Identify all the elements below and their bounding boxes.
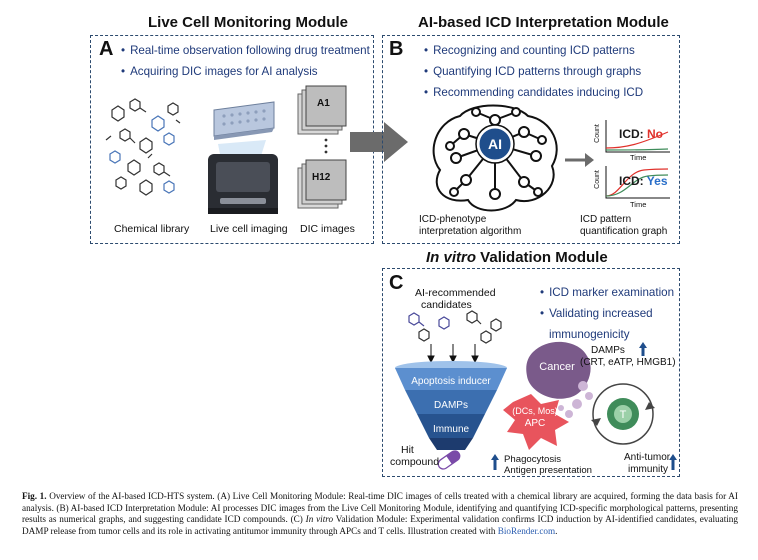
apc-cell-icon <box>503 394 569 450</box>
ai-brain-network-icon: AI <box>432 104 558 212</box>
validation-module-title: In vitro Validation Module <box>426 249 608 266</box>
caption-text-1: Overview of the AI-based ICD-HTS system.… <box>22 491 738 525</box>
chemical-library-icon <box>105 98 181 196</box>
icd-no-count-axis: Count <box>593 124 601 143</box>
validation-title-italic: In vitro <box>426 249 477 266</box>
brain-to-graph-arrow <box>565 153 594 167</box>
caption-end: . <box>555 525 558 536</box>
funnel-stage-apoptosis: Apoptosis inducer <box>411 376 491 387</box>
icd-yes-graph <box>605 166 670 199</box>
candidate-molecules-icon <box>408 310 502 344</box>
icd-no-value: No <box>647 127 664 141</box>
figure-number: Fig. 1. <box>22 491 47 501</box>
icd-no-graph <box>605 120 670 153</box>
panel-c-artwork: Apoptosis inducer DAMPs Immune Cancer (D… <box>395 310 677 470</box>
funnel-stage-damps: DAMPs <box>434 400 468 411</box>
panel-c-bullet-1: •ICD marker examination <box>540 286 675 299</box>
panel-a-bullet-2: •Acquiring DIC images for AI analysis <box>121 65 318 78</box>
dic-images-label: DIC images <box>300 223 355 235</box>
ai-module-title: AI-based ICD Interpretation Module <box>418 14 669 31</box>
well-h12-label: H12 <box>312 172 331 183</box>
icd-yes-value: Yes <box>646 174 668 188</box>
graph-label-2: quantification graph <box>580 226 668 237</box>
graph-label-1: ICD pattern <box>580 214 632 225</box>
caption-text-2: Validation Module: Experimental validati… <box>22 514 738 536</box>
panel-c-bullet-2-cont: immunogenicity <box>549 328 630 341</box>
funnel-stage-immune: Immune <box>433 424 470 435</box>
panel-b-bullet-3: •Recommending candidates inducing ICD <box>424 86 644 99</box>
panel-c-bullet-2: •Validating increased <box>540 307 653 320</box>
hit-label-1: Hit <box>401 444 414 456</box>
apc-label: APC <box>525 418 546 429</box>
cancer-label: Cancer <box>539 361 575 373</box>
caption-italic: In vitro <box>305 514 334 525</box>
antitumor-label-1: Anti-tumor <box>624 452 671 463</box>
damps-label: DAMPs <box>591 345 625 356</box>
damps-increase-arrow-icon <box>639 342 647 356</box>
antitumor-label-2: immunity <box>628 464 669 475</box>
t-cell-label: T <box>620 409 627 421</box>
panel-a-artwork: A1 H12 <box>105 85 347 214</box>
well-a1-label: A1 <box>317 98 330 109</box>
icd-yes-label: ICD: Yes <box>619 174 668 188</box>
candidates-label-1: AI-recommended <box>415 287 496 299</box>
cancer-cell-icon <box>526 341 593 418</box>
icd-yes-time-axis: Time <box>630 200 647 209</box>
figure-caption: Fig. 1. Overview of the AI-based ICD-HTS… <box>22 491 738 537</box>
icd-no-time-axis: Time <box>630 153 647 162</box>
algo-label-2: interpretation algorithm <box>419 226 522 237</box>
phagocytosis-label: Phagocytosis <box>504 454 562 465</box>
icd-no-label: ICD: No <box>619 127 664 141</box>
panel-b <box>382 35 680 244</box>
live-cell-imaging-icon <box>208 101 278 214</box>
panel-a-bullet-1: •Real-time observation following drug tr… <box>121 44 370 57</box>
live-cell-imaging-label: Live cell imaging <box>210 223 288 235</box>
apc-type-label: (DCs, Mos) <box>512 406 558 416</box>
candidates-label-2: candidates <box>421 299 472 311</box>
validation-title-rest: Validation Module <box>476 249 608 266</box>
antigen-presentation-label: Antigen presentation <box>504 465 593 476</box>
panel-c-letter: C <box>389 272 404 294</box>
panel-b-bullet-2: •Quantifying ICD patterns through graphs <box>424 65 642 78</box>
live-cell-module-title: Live Cell Monitoring Module <box>148 14 348 31</box>
icd-yes-count-axis: Count <box>593 170 601 189</box>
ai-label: AI <box>488 136 502 152</box>
dic-images-icon <box>297 85 347 209</box>
biorender-link[interactable]: BioRender.com <box>497 525 556 536</box>
phagocytosis-increase-arrow-icon <box>491 454 499 470</box>
damps-detail-label: (CRT, eATP, HMGB1) <box>580 357 676 368</box>
module-flow-arrow <box>350 122 408 162</box>
hit-label-2: compound <box>390 456 440 468</box>
panel-b-bullet-1: •Recognizing and counting ICD patterns <box>424 44 635 57</box>
panel-a-letter: A <box>99 38 114 60</box>
antitumor-increase-arrow-icon <box>669 454 677 470</box>
panel-c <box>382 268 680 477</box>
panel-b-letter: B <box>389 38 404 60</box>
hit-compound-pill-icon <box>437 450 461 470</box>
algo-label-1: ICD-phenotype <box>419 214 487 225</box>
chemical-library-label: Chemical library <box>114 223 190 235</box>
